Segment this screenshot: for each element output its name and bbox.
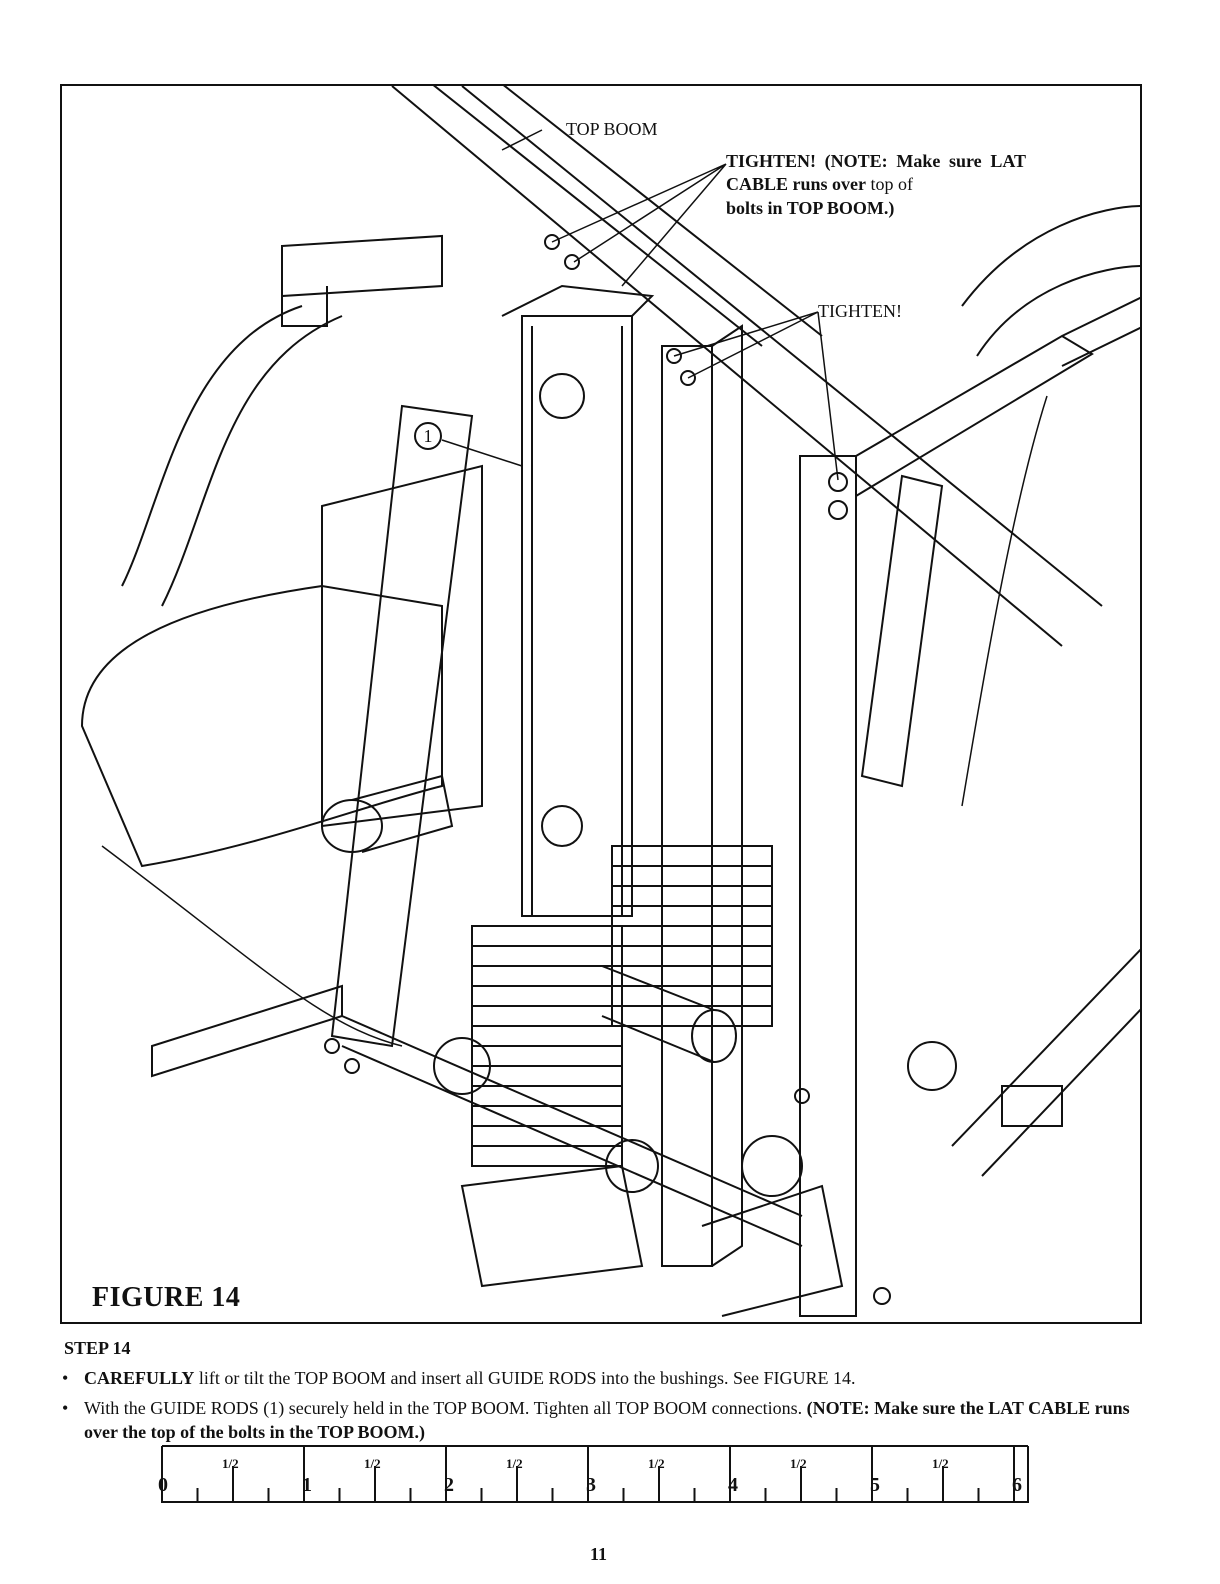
bullet-dot: • bbox=[62, 1398, 69, 1418]
part-number-callout: 1 bbox=[414, 422, 442, 450]
ruler-number-1: 1 bbox=[302, 1474, 312, 1496]
step-title: STEP 14 bbox=[64, 1338, 131, 1358]
ruler-half-label: 1/2 bbox=[932, 1456, 949, 1471]
figure-14-panel: TOP BOOM TIGHTEN! (NOTE: Make sure LAT C… bbox=[60, 84, 1142, 1324]
page-number: 11 bbox=[590, 1544, 608, 1564]
ruler-number-3: 3 bbox=[586, 1474, 596, 1496]
step-bullet-1: • CAREFULLY lift or tilt the TOP BOOM an… bbox=[62, 1366, 1162, 1392]
step-bullet-2-bold: (NOTE: Make sure the LAT CABLE runs over… bbox=[84, 1398, 1130, 1442]
callout-top-boom: TOP BOOM bbox=[566, 119, 658, 139]
ruler-number-6: 6 bbox=[1012, 1474, 1022, 1496]
ruler-half-label: 1/2 bbox=[222, 1456, 239, 1471]
ruler-tick-marks bbox=[161, 1446, 1015, 1502]
ruler-number-2: 2 bbox=[444, 1474, 454, 1496]
step-bullet-1-bold: CAREFULLY bbox=[84, 1368, 195, 1388]
step-bullet-2-text: With the GUIDE RODS (1) securely held in… bbox=[84, 1396, 1162, 1444]
ruler-half-label: 1/2 bbox=[790, 1456, 807, 1471]
gym-machine-illustration bbox=[80, 86, 1140, 1317]
step-bullet-2: • With the GUIDE RODS (1) securely held … bbox=[62, 1396, 1162, 1448]
ruler-number-0: 0 bbox=[158, 1474, 168, 1496]
callout-tighten: TIGHTEN! bbox=[818, 301, 902, 321]
figure-label: FIGURE 14 bbox=[92, 1282, 241, 1313]
ruler-half-label: 1/2 bbox=[648, 1456, 665, 1471]
callout-tighten-note-bold: TIGHTEN! (NOTE: Make sure LAT CABLE runs… bbox=[726, 151, 1026, 195]
bullet-dot: • bbox=[62, 1368, 69, 1388]
ruler-number-4: 4 bbox=[728, 1474, 738, 1496]
step-bullet-1-body: lift or tilt the TOP BOOM and insert all… bbox=[194, 1368, 856, 1388]
step-bullet-1-text: CAREFULLY lift or tilt the TOP BOOM and … bbox=[84, 1366, 856, 1390]
callout-tighten-note-end: bolts in TOP BOOM.) bbox=[726, 197, 895, 218]
callout-tighten-note: TIGHTEN! (NOTE: Make sure LAT CABLE runs… bbox=[726, 150, 1026, 220]
ruler-half-label: 1/2 bbox=[506, 1456, 523, 1471]
callout-tighten-note-plain: top of bbox=[866, 174, 914, 195]
ruler-number-5: 5 bbox=[870, 1474, 880, 1496]
ruler-half-label: 1/2 bbox=[364, 1456, 381, 1471]
step-bullet-2-body: With the GUIDE RODS (1) securely held in… bbox=[84, 1398, 807, 1418]
inch-ruler: 0 1 2 3 4 5 6 1/2 1/2 1/2 1/2 1/2 1/2 bbox=[158, 1444, 1030, 1504]
